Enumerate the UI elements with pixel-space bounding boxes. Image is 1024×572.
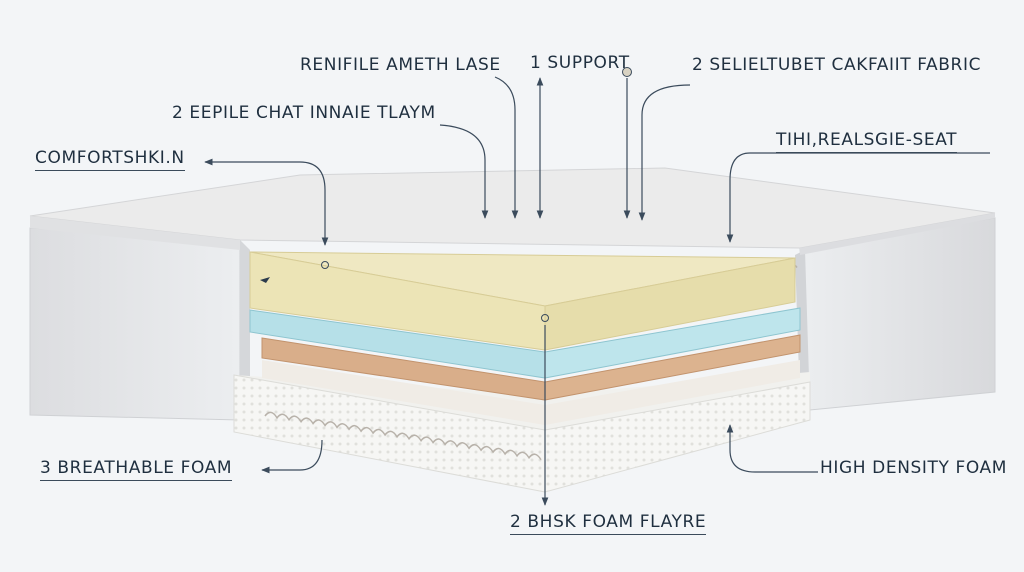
comfort-marker-dot [321,261,329,269]
label-bhsk: 2 BHSK FOAM FLAYRE [510,512,707,535]
leader-high-density [726,424,818,473]
top-cover-edge-right [800,213,995,255]
label-breathable: 3 BREATHABLE FOAM [40,458,233,481]
right-inner-wall [795,250,810,410]
label-comfortshkin: COMFORTSHKI.N [35,148,185,171]
leader-renifile [494,76,519,219]
left-side-panel [29,227,241,421]
label-selieltubet: 2 SELIELTUBET CAKFAIIT FABRIC [692,55,982,75]
leader-comfort [204,158,329,246]
leader-eepile [439,124,489,219]
label-tihi-realsgie: TIHI,REALSGIE-SEAT [776,130,958,153]
center-marker-dot [541,314,549,322]
label-eepile: 2 EEPILE CHAT INNAIE TLAYM [172,103,436,123]
label-high-density: HIGH DENSITY FOAM [820,458,1008,478]
top-cover-edge [30,216,240,250]
leader-tihi [726,152,990,243]
leader-selieltubet [638,84,691,221]
support-marker-dot [622,67,632,77]
leader-breathable [261,439,323,474]
cursor-icon [260,277,270,283]
label-renifile: RENIFILE AMETH LASE [300,55,501,75]
label-support: 1 SUPPORT [530,53,630,73]
left-inner-wall [240,240,250,420]
